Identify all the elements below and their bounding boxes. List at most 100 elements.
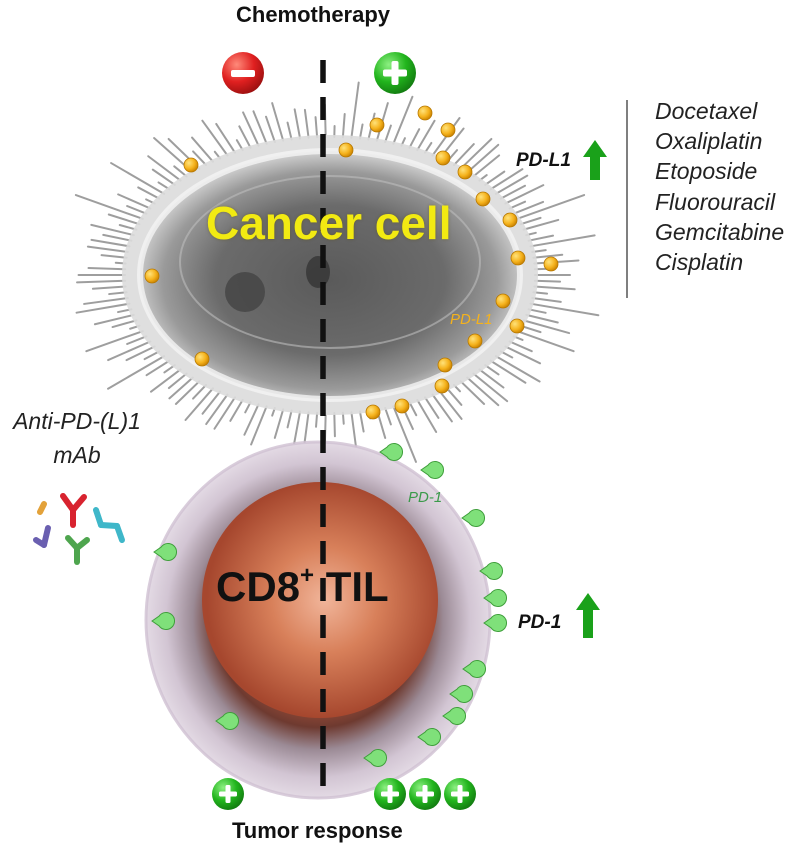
filopodium-spike — [213, 396, 237, 430]
drug-item: Fluorouracil — [655, 188, 776, 215]
pdl1-ligand-dot — [435, 150, 451, 166]
filopodium-spike — [192, 383, 208, 400]
antibody-label-line1: Anti-PD-(L)1 — [13, 408, 141, 434]
filopodium-spike — [243, 403, 260, 436]
chemotherapy-title: Chemotherapy — [236, 2, 391, 27]
filopodium-spike — [438, 390, 463, 420]
filopodium-spike — [499, 184, 526, 200]
plus-circle-icon — [374, 52, 416, 94]
filopodium-spike — [117, 193, 152, 210]
tumor-response-badges — [212, 778, 476, 810]
filopodium-spike — [494, 174, 529, 195]
filopodium-spike — [392, 95, 414, 145]
pd1-receptor — [379, 443, 404, 461]
plus-circle-icon — [212, 778, 244, 810]
cancer-cell-nucleolus — [306, 256, 330, 288]
pd1-receptor — [215, 712, 240, 730]
filopodium-spike — [74, 194, 144, 220]
pd1-marker-label: PD-1 — [518, 612, 562, 633]
filopodium-spike — [314, 116, 319, 139]
filopodium-spike — [110, 162, 166, 195]
filopodium-spike — [102, 233, 133, 242]
filopodium-spike — [90, 238, 131, 248]
antibody-y-icon — [33, 493, 125, 565]
filopodium-spike — [478, 368, 505, 389]
arrow-up-icon — [576, 593, 600, 638]
pdl1-ligand-dot — [369, 117, 385, 133]
filopodium-spike — [384, 406, 392, 426]
pdl1-ligand-dot — [509, 318, 525, 334]
filopodium-spike — [174, 380, 201, 405]
filopodium-spike — [191, 136, 215, 163]
filopodium-spike — [143, 350, 161, 361]
til-label-superscript: + — [300, 562, 315, 589]
filopodium-spike — [201, 390, 222, 415]
pd1-receptor — [151, 612, 176, 630]
filopodium-spike — [75, 302, 131, 314]
filopodium-spike — [126, 205, 148, 215]
plus-circle-icon — [374, 778, 406, 810]
filopodium-spike — [452, 143, 475, 167]
pdl1-ligand-dot — [510, 250, 526, 266]
pdl1-ligand-dot — [543, 256, 559, 272]
drug-item: Etoposide — [655, 158, 758, 185]
antibody-y-icon — [60, 493, 87, 528]
pdl1-ligand-dot — [365, 404, 381, 420]
filopodium-spike — [242, 111, 260, 147]
plus-circle-icon — [444, 778, 476, 810]
drug-item: Gemcitabine — [655, 218, 785, 245]
pdl1-ligand-dot — [417, 105, 433, 121]
filopodium-spike — [431, 393, 453, 423]
pdl1-ligand-group — [144, 105, 559, 420]
pdl1-inline-tag: PD-L1 — [450, 311, 493, 328]
filopodium-spike — [466, 143, 500, 174]
filopodium-spike — [151, 168, 176, 186]
pdl1-ligand-dot — [440, 122, 456, 138]
pd1-receptor — [483, 589, 508, 607]
antibody-y-icon — [37, 501, 47, 515]
pdl1-ligand-dot — [183, 157, 199, 173]
pd1-receptor — [417, 728, 442, 746]
pdl1-ligand-dot — [475, 191, 491, 207]
pdl1-ligand-dot — [457, 164, 473, 180]
antibody-y-icon — [33, 525, 51, 548]
filopodium-spike — [168, 376, 194, 400]
pdl1-ligand-dot — [394, 398, 410, 414]
pdl1-ligand-dot — [502, 212, 518, 228]
antibody-y-icon — [93, 507, 125, 543]
filopodium-spike — [533, 285, 576, 291]
filopodium-spike — [107, 340, 152, 362]
pd1-receptor — [462, 660, 487, 678]
filopodium-spike — [91, 285, 127, 290]
plus-circle-icon — [409, 778, 441, 810]
filopodium-spike — [90, 223, 135, 237]
filopodium-spike — [137, 186, 161, 200]
filopodium-spike — [392, 405, 417, 463]
filopodium-spike — [504, 345, 542, 365]
filopodium-spike — [416, 119, 436, 152]
antibody-label-line2: mAb — [53, 442, 101, 468]
filopodium-spike — [408, 401, 418, 417]
filopodium-spike — [408, 128, 421, 149]
drug-item: Oxaliplatin — [655, 128, 763, 155]
filopodium-spike — [423, 396, 440, 419]
filopodium-spike — [125, 345, 156, 362]
filopodium-spike — [459, 380, 486, 405]
filopodium-spike — [273, 408, 285, 439]
cancer-cell-nucleolus — [225, 272, 265, 312]
filopodium-spike — [83, 297, 129, 305]
antibody-label: Anti-PD-(L)1 mAb — [2, 404, 152, 472]
filopodium-spike — [531, 297, 562, 303]
til-label-tail: TIL — [314, 563, 389, 610]
filopodium-spike — [271, 102, 285, 142]
til-label-main: CD8 — [216, 563, 301, 610]
tumor-response-title: Tumor response — [232, 818, 403, 843]
filopodium-spike — [238, 125, 252, 149]
filopodium-spike — [416, 398, 438, 433]
filopodium-spike — [76, 279, 127, 284]
pdl1-ligand-dot — [437, 357, 453, 373]
drug-item: Docetaxel — [655, 98, 758, 124]
